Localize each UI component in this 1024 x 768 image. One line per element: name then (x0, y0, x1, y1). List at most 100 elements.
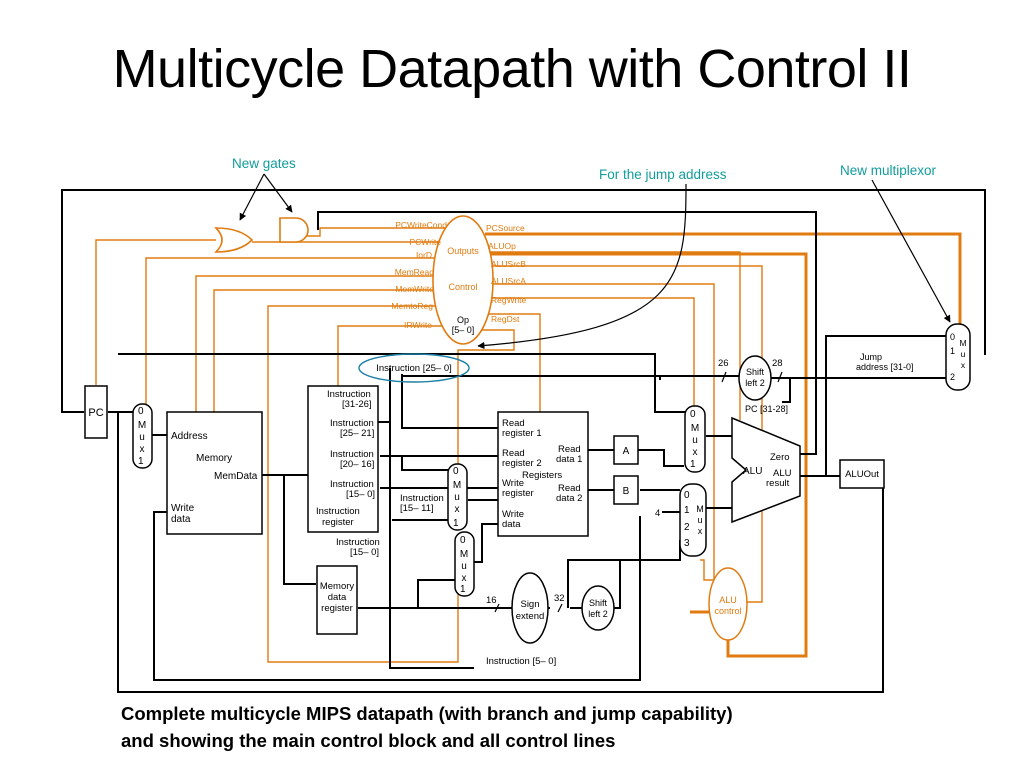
sig-aluop: ALUOp (488, 241, 516, 251)
rf-read-reg2-b: register 2 (502, 458, 542, 469)
memory-memdata-label: MemData (214, 471, 258, 482)
memory-title: Memory (196, 453, 232, 464)
sig-alusrcb: ALUSrcB (491, 259, 526, 269)
regdst-mux: 0 M u x 1 (447, 463, 468, 531)
bus-width-tick (494, 603, 500, 613)
memory-data-register: Memory data register (316, 565, 358, 635)
or-gate (214, 227, 254, 253)
mux4-in1: 1 (684, 505, 690, 516)
mdr-l2: data (328, 592, 347, 603)
shift2-l2: left 2 (745, 378, 765, 388)
sign-extend: Sign extend (511, 572, 549, 644)
register-a-label: A (623, 446, 630, 457)
register-file: Read register 1 Read register 2 Write re… (497, 411, 589, 537)
label-pc-31-28: PC [31-28] (745, 404, 788, 414)
ir-f20-b: [20– 16] (340, 459, 374, 470)
caption-line-1: Complete multicycle MIPS datapath (with … (121, 703, 733, 724)
mux2-in1: 1 (460, 584, 466, 595)
instruction-register: Instruction [31-26] Instruction [25– 21]… (307, 385, 379, 533)
annotation-arrows (239, 173, 951, 350)
label-instr-25-0: Instruction [25– 0] (376, 363, 452, 374)
rf-title: Registers (522, 470, 562, 481)
ir-reg-a: Instruction (316, 506, 360, 517)
memory-address-label: Address (171, 431, 208, 442)
sig-memread: MemRead (395, 267, 434, 277)
mux4-m: M (696, 504, 704, 514)
control-op-label: Op (457, 315, 469, 325)
annotation-new-gates: New gates (232, 156, 296, 171)
mux5-x: x (961, 360, 966, 370)
register-a (613, 435, 639, 465)
rf-read-reg1-b: register 1 (502, 428, 542, 439)
annotation-new-mux: New multiplexor (840, 163, 937, 178)
label-jump-a: Jump (860, 352, 882, 362)
control-right-signals: PCSource ALUOp ALUSrcB ALUSrcA RegWrite … (486, 223, 527, 324)
mux5-m: M (959, 338, 966, 348)
ir-reg-b: register (322, 517, 354, 528)
control-op-bits: [5– 0] (452, 325, 475, 335)
control-title: Control (448, 282, 477, 292)
ir-f15-a: Instruction (330, 479, 374, 490)
caption: Complete multicycle MIPS datapath (with … (121, 700, 733, 754)
mux2-u: u (461, 561, 467, 572)
aluout-label: ALUOut (845, 469, 879, 480)
label-twenty-six: 26 (718, 358, 729, 369)
alu-control-l1: ALU (719, 595, 737, 605)
mux3-x: x (693, 447, 698, 458)
sig-alusrca: ALUSrcA (491, 276, 526, 286)
shift1-l1: Shift (589, 598, 608, 608)
alusrca-mux: 0 M u x 1 (684, 405, 706, 473)
label-sixteen: 16 (486, 595, 497, 606)
label-instr-15-0-a: Instruction (336, 537, 380, 548)
aluout-register (839, 459, 885, 489)
rf-write-data-b: data (502, 519, 521, 530)
label-instr-15-11-b: [15– 11] (400, 503, 434, 514)
label-instr-15-0-b: [15– 0] (350, 547, 379, 558)
rf-read-data2-b: data 2 (556, 493, 582, 504)
mux1-in1: 1 (453, 518, 459, 529)
shift1-l2: left 2 (588, 609, 608, 619)
rf-read-data1-a: Read (558, 444, 581, 455)
mux5-in1: 1 (950, 346, 955, 356)
rf-write-reg-a: Write (502, 478, 524, 489)
alu: ALU Zero ALU result (731, 416, 801, 524)
alu-control-l2: control (714, 606, 741, 616)
memory-block: Address Memory MemData Write data (166, 411, 263, 535)
shift-left-jump: Shift left 2 (738, 355, 772, 401)
mux4-in0: 0 (684, 490, 690, 501)
label-thirty-two: 32 (554, 593, 565, 604)
mux5-in0: 0 (950, 332, 955, 342)
mux0-in0: 0 (138, 406, 144, 417)
sig-pcsource: PCSource (486, 223, 525, 233)
instr-25-0-highlight (358, 353, 470, 383)
mux4-in2: 2 (684, 522, 690, 533)
label-instr-15-11-a: Instruction (400, 493, 444, 504)
label-four: 4 (655, 508, 660, 519)
caption-line-2: and showing the main control block and a… (121, 730, 616, 751)
ir-f31-a: Instruction (327, 389, 371, 400)
rf-read-reg2-a: Read (502, 448, 525, 459)
mux3-in1: 1 (690, 459, 696, 470)
ir-f20-a: Instruction (330, 449, 374, 460)
alu-result-a: ALU (773, 468, 792, 479)
register-b (613, 475, 639, 505)
sig-memtoreg: MemtoReg (391, 301, 433, 311)
slide-title: Multicycle Datapath with Control II (112, 39, 912, 99)
bus-width-tick (777, 371, 783, 383)
pcsource-mux: 0 1 2 M u x (945, 323, 971, 391)
sig-regdst: RegDst (491, 314, 520, 324)
pc-mux: 0 M u x 1 (132, 403, 153, 469)
register-b-label: B (623, 486, 630, 497)
mux4-in3: 3 (684, 538, 690, 549)
sig-irwrite: IRWrite (404, 320, 432, 330)
ir-f25-b: [25– 21] (340, 428, 374, 439)
mux2-m: M (460, 549, 468, 560)
mux0-in1: 1 (138, 456, 144, 467)
memtoreg-mux: 0 M u x 1 (454, 531, 475, 597)
mux1-x: x (455, 504, 460, 515)
bus-width-tick (557, 603, 563, 613)
sig-pcwrite: PCWrite (410, 237, 442, 247)
mux4-u: u (697, 515, 702, 525)
shift2-l1: Shift (746, 367, 765, 377)
rf-write-reg-b: register (502, 488, 534, 499)
